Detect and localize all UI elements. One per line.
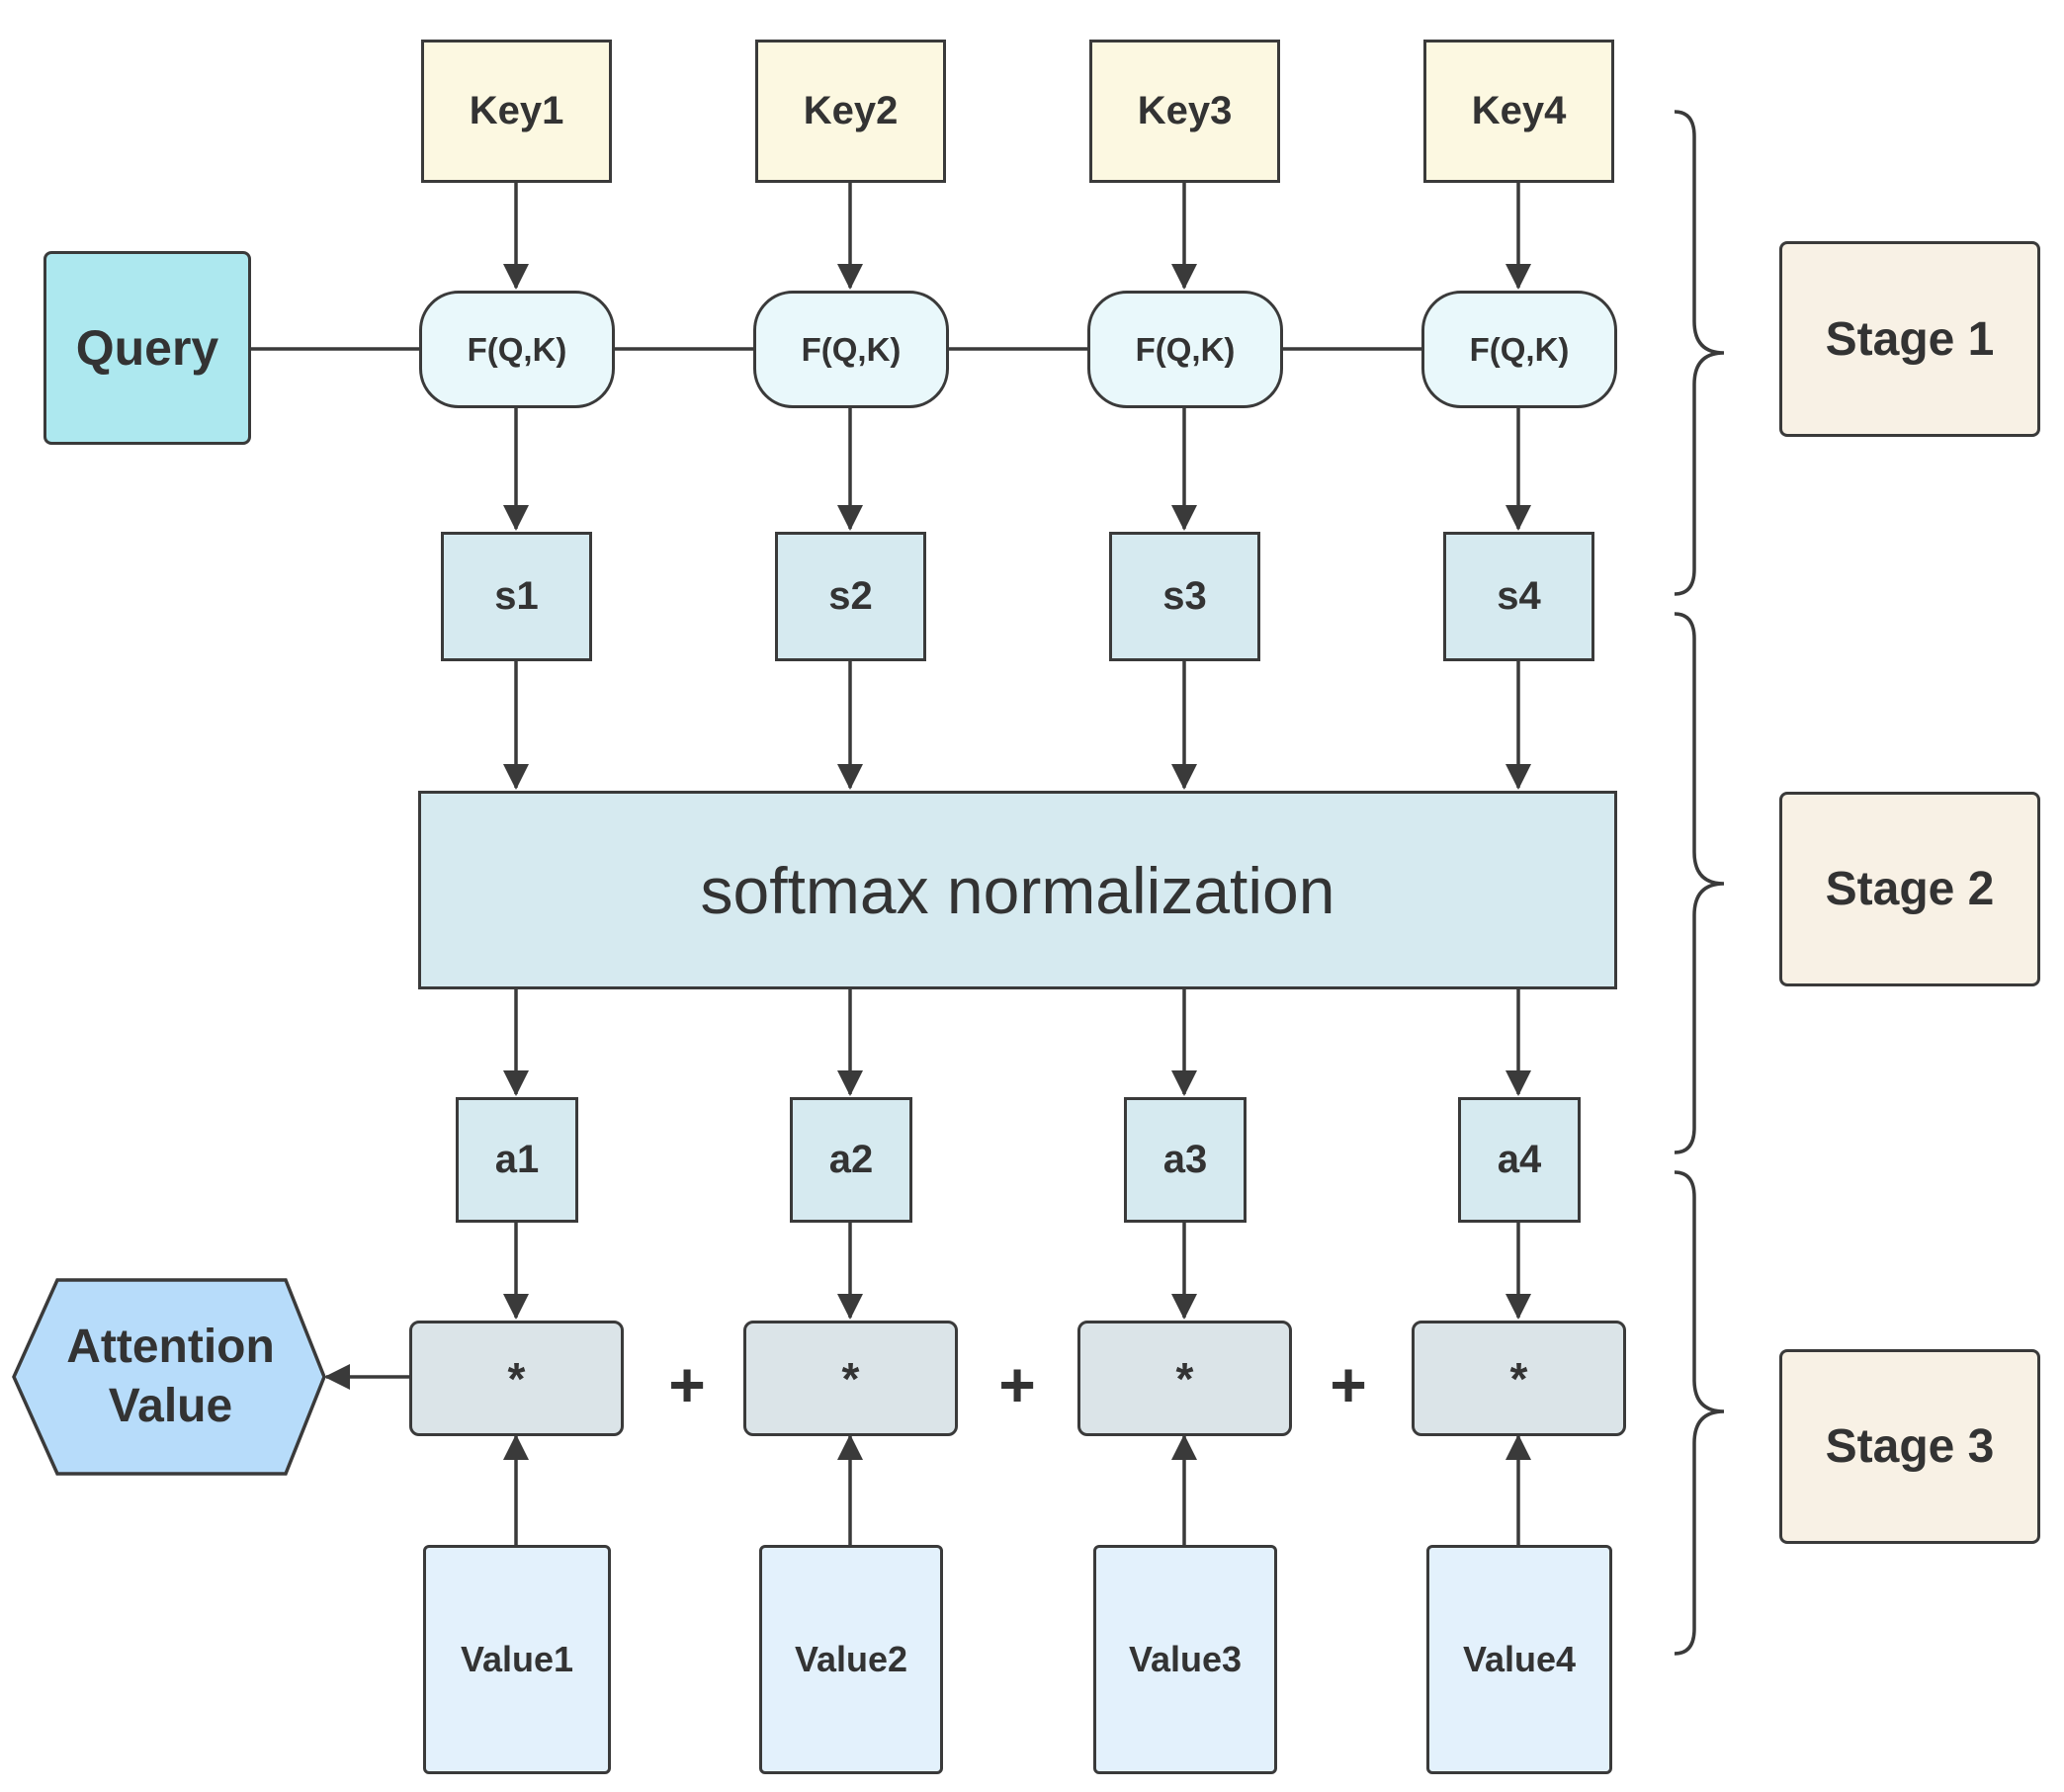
key-box: Key4 <box>1423 40 1614 183</box>
multiply-node: * <box>409 1321 624 1436</box>
key-box: Key2 <box>755 40 946 183</box>
stage1-brace <box>1674 110 1725 596</box>
score-box: s1 <box>441 532 592 661</box>
attention-value-line2: Value <box>108 1380 233 1432</box>
value-box: Value4 <box>1426 1545 1612 1774</box>
stage-box: Stage 1 <box>1779 241 2040 437</box>
multiply-node: * <box>1412 1321 1626 1436</box>
plus-sign: + <box>998 1349 1036 1420</box>
stage-box: Stage 3 <box>1779 1349 2040 1544</box>
weight-box: a3 <box>1124 1097 1247 1223</box>
plus-sign: + <box>668 1349 706 1420</box>
stage-box: Stage 2 <box>1779 792 2040 986</box>
value-box: Value3 <box>1093 1545 1277 1774</box>
similarity-function-node: F(Q,K) <box>419 291 615 408</box>
attention-value-line1: Attention <box>66 1321 275 1373</box>
attention-value-label: Attention Value <box>30 1288 311 1466</box>
score-box: s2 <box>775 532 926 661</box>
value-box: Value1 <box>423 1545 611 1774</box>
softmax-normalization-box: softmax normalization <box>418 791 1617 989</box>
similarity-function-node: F(Q,K) <box>1421 291 1617 408</box>
plus-sign: + <box>1330 1349 1367 1420</box>
multiply-node: * <box>1077 1321 1292 1436</box>
key-box: Key1 <box>421 40 612 183</box>
query-box: Query <box>43 251 251 445</box>
similarity-function-node: F(Q,K) <box>1087 291 1283 408</box>
score-box: s3 <box>1109 532 1260 661</box>
weight-box: a2 <box>790 1097 912 1223</box>
weight-box: a1 <box>456 1097 578 1223</box>
similarity-function-node: F(Q,K) <box>753 291 949 408</box>
stage2-brace <box>1674 612 1725 1154</box>
weight-box: a4 <box>1458 1097 1581 1223</box>
score-box: s4 <box>1443 532 1594 661</box>
value-box: Value2 <box>759 1545 943 1774</box>
key-box: Key3 <box>1089 40 1280 183</box>
stage3-brace <box>1674 1170 1725 1656</box>
attention-value-hexagon <box>12 1278 326 1476</box>
multiply-node: * <box>743 1321 958 1436</box>
